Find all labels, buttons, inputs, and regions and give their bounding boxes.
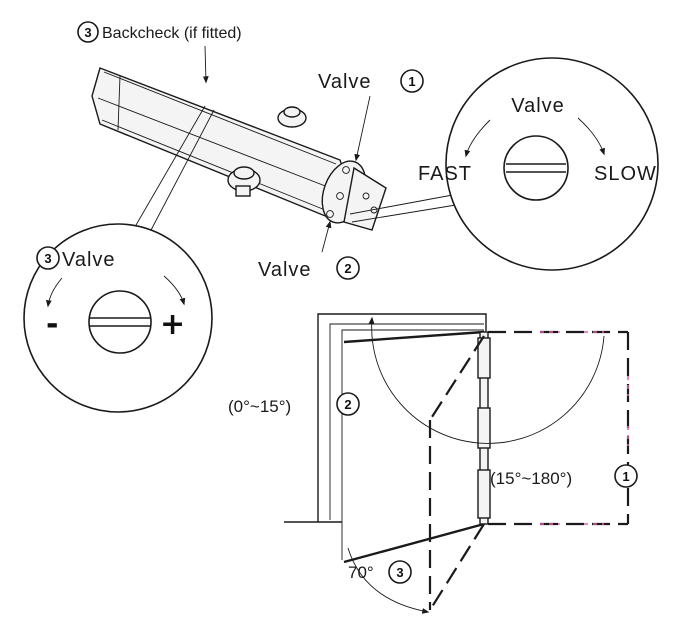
slow-label: SLOW bbox=[594, 163, 657, 185]
angle-70-label: 70° bbox=[348, 563, 374, 582]
range-2-callout: (0°~15°) 2 bbox=[228, 392, 360, 416]
number-badge bbox=[336, 392, 360, 416]
fast-label: FAST bbox=[418, 163, 472, 185]
minus-sign: - bbox=[46, 307, 58, 342]
backcheck-number: 3 bbox=[84, 25, 91, 40]
backcheck-callout: 3 Backcheck (if fitted) bbox=[77, 21, 242, 84]
range-1-callout: (15°~180°) 1 bbox=[490, 464, 638, 488]
valve-1-number: 1 bbox=[408, 74, 415, 89]
door-swing-plan bbox=[284, 313, 630, 614]
backcheck-label: Backcheck (if fitted) bbox=[102, 25, 242, 42]
valve-2-number: 2 bbox=[344, 261, 351, 276]
valve-1-callout: Valve 1 bbox=[318, 69, 424, 162]
number-badge bbox=[77, 21, 99, 43]
valve-screw-icon bbox=[503, 135, 569, 201]
range-1-number: 1 bbox=[622, 469, 629, 484]
zoom-left-number: 3 bbox=[44, 251, 51, 266]
valve-screw-icon bbox=[88, 290, 152, 354]
number-badge bbox=[388, 560, 412, 584]
angle-70-number: 3 bbox=[396, 565, 403, 580]
door-closer-body bbox=[91, 67, 387, 231]
number-badge bbox=[400, 69, 424, 93]
angle-70-callout: 70° 3 bbox=[348, 560, 412, 584]
range-1-label: (15°~180°) bbox=[490, 469, 572, 488]
valve-2-label: Valve bbox=[258, 259, 312, 281]
valve-zoom-left: 3 Valve - + bbox=[23, 223, 213, 413]
valve-2-callout: Valve 2 bbox=[258, 220, 360, 281]
range-2-label: (0°~15°) bbox=[228, 397, 291, 416]
range-2-number: 2 bbox=[344, 397, 351, 412]
zoom-left-valve-label: Valve bbox=[62, 249, 116, 271]
plus-sign: + bbox=[160, 307, 185, 342]
number-badge bbox=[614, 464, 638, 488]
zoom-right-valve-label: Valve bbox=[511, 95, 565, 117]
number-badge bbox=[336, 256, 360, 280]
valve-zoom-right: Valve FAST SLOW bbox=[418, 57, 659, 271]
valve-1-label: Valve bbox=[318, 71, 372, 93]
number-badge bbox=[36, 246, 60, 270]
